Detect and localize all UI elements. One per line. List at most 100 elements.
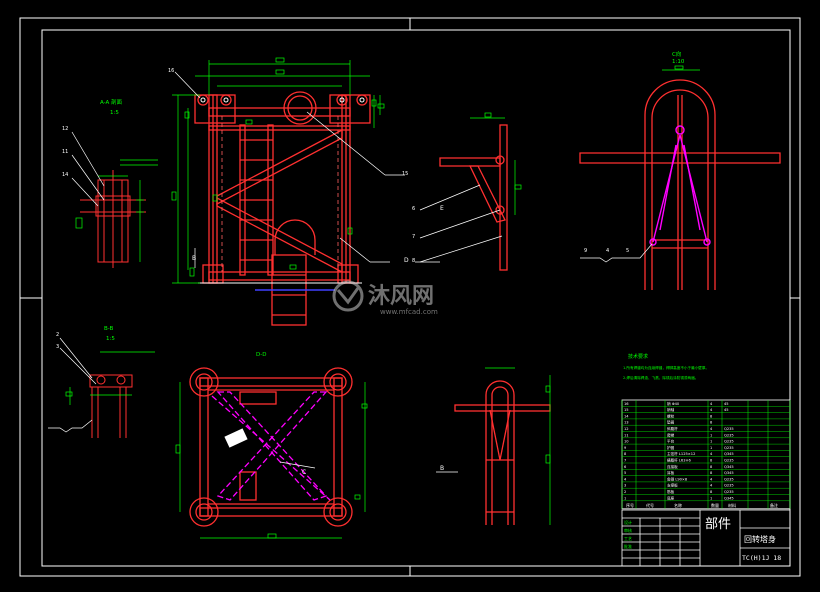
bom-cell: 4 — [710, 427, 713, 431]
bom-cell: 4 — [624, 477, 627, 481]
bom-cell: 支撑板 — [667, 483, 678, 488]
title-drawing-code: TC(H)1J 18 — [742, 554, 781, 562]
bom-cell: 11 — [624, 433, 629, 437]
label-a-a-scale: 1:5 — [110, 110, 119, 116]
bom-cell: 8 — [710, 490, 713, 494]
section-b-b-dims — [65, 351, 155, 405]
view-labels: A-A 剖面 1:5 B-B 1:5 C向 1:10 D-D — [100, 50, 685, 358]
view-c-braces — [649, 125, 711, 246]
bom-cell: 连接板 — [667, 464, 678, 469]
bom-cell: Q345 — [724, 471, 734, 475]
plan-view-diagonal — [211, 391, 331, 501]
front-elevation-hidden — [221, 116, 339, 272]
bom-cell: 10 — [624, 440, 629, 444]
section-a-a — [80, 170, 146, 268]
bom-cell: 8 — [710, 459, 713, 463]
bom-cell: 垫圈 — [667, 420, 675, 425]
section-a-a-leaders — [71, 131, 105, 207]
bom-cell: Q235 — [724, 446, 734, 450]
section-b-b-leaders — [48, 337, 97, 433]
bom-cell: 1 — [710, 440, 712, 444]
sign-area: 设计 审核 工艺 批准 — [624, 519, 632, 549]
view-c-dims — [662, 65, 700, 71]
bom-cell: 1 — [710, 446, 712, 450]
label-d-d: D-D — [256, 352, 266, 358]
bom-header-cell: 备注 — [770, 502, 778, 508]
bom-frame — [621, 399, 791, 510]
notes-line-2: 2.焊后清除焊渣、飞溅，除锈后涂防锈漆两遍。 — [623, 375, 698, 380]
label-center-e: E — [440, 205, 444, 212]
bom-header-cell: 序号 — [626, 502, 634, 508]
balloon-label: 15 — [402, 171, 408, 177]
bom-cell: 主弦杆 L125×12 — [667, 451, 695, 456]
small-elevation-dims — [485, 367, 551, 525]
label-small-b: B — [440, 465, 444, 472]
section-b-b — [89, 374, 133, 438]
plan-leaders — [279, 461, 316, 469]
view-c — [579, 79, 781, 290]
watermark: 沐风网 www.mfcad.com — [332, 280, 438, 316]
balloon-label: 6 — [412, 206, 415, 212]
bom-cell: 角钢 L90×8 — [667, 476, 688, 481]
side-bracket — [439, 124, 508, 271]
bom-cell: Q345 — [724, 465, 734, 469]
bom-cell: 45 — [724, 408, 729, 412]
watermark-logo-icon — [332, 280, 364, 312]
sign-design: 设计 — [624, 519, 632, 525]
watermark-text: 沐风网 — [368, 284, 434, 309]
bom-cell: 平台 — [667, 439, 675, 444]
bom-cell: 销轴 — [667, 407, 675, 412]
bom-cell: 耳板 — [667, 470, 675, 475]
bom-cell: 14 — [624, 414, 629, 418]
small-elevation — [454, 380, 551, 525]
bom-header-cell: 材料 — [728, 502, 736, 508]
balloon-label: 12 — [62, 126, 68, 132]
bom-cell: 9 — [624, 446, 627, 450]
bom-header-cell: 代号 — [646, 502, 654, 508]
bom-cell: 底座 — [667, 495, 675, 500]
balloon-label: 8 — [412, 258, 415, 264]
bom-cell: 8 — [710, 471, 713, 475]
bom-cell: 销 Φ40 — [667, 401, 680, 406]
bom-cell: 13 — [624, 421, 629, 425]
front-leaders — [174, 71, 405, 268]
balloon-label: 11 — [62, 149, 68, 155]
bom-cell: 斜腹杆 — [667, 426, 678, 431]
front-dimensions — [171, 57, 385, 284]
bom-cell: 45 — [724, 402, 729, 406]
bom-cell: 16 — [624, 402, 629, 406]
bom-cell: 2 — [624, 490, 626, 494]
label-a-a: A-A 剖面 — [100, 98, 123, 106]
front-elevation — [194, 91, 371, 326]
bom-cell: Q345 — [724, 496, 734, 500]
bom-cell: Q235 — [724, 440, 734, 444]
label-b-b: B-B — [104, 326, 114, 332]
front-elevation-details — [198, 97, 365, 284]
bom-cell: 6 — [624, 465, 627, 469]
section-a-a-dims — [75, 159, 158, 262]
bom-cell: 3 — [624, 484, 626, 488]
sign-review: 审核 — [624, 527, 632, 533]
bom-cell: Q235 — [724, 490, 734, 494]
sign-approve: 批准 — [624, 543, 632, 549]
label-c-view-scale: 1:10 — [672, 59, 685, 65]
bom-header-cell: 数量 — [711, 502, 719, 508]
bom-cell: 8 — [710, 465, 713, 469]
bom-cell: 15 — [624, 408, 629, 412]
notes-line-1: 1.所有焊缝均为连续焊缝，焊脚高度不小于最小壁厚。 — [623, 365, 709, 370]
sign-process: 工艺 — [624, 536, 632, 541]
balloon-label: 14 — [62, 172, 68, 178]
label-plan-c: C — [302, 469, 306, 476]
small-labels: C B B D E — [192, 205, 444, 476]
bom-cell: 5 — [624, 471, 626, 475]
bom-cell: Q345 — [724, 452, 734, 456]
bom-cell: 1 — [624, 496, 626, 500]
bom-cell: Q235 — [724, 433, 734, 437]
bom-cell: Q235 — [724, 427, 734, 431]
bom-cell: 横腹杆 L63×6 — [667, 458, 692, 463]
bom-cell: Q235 — [724, 477, 734, 481]
side-bracket-dims — [470, 112, 522, 215]
